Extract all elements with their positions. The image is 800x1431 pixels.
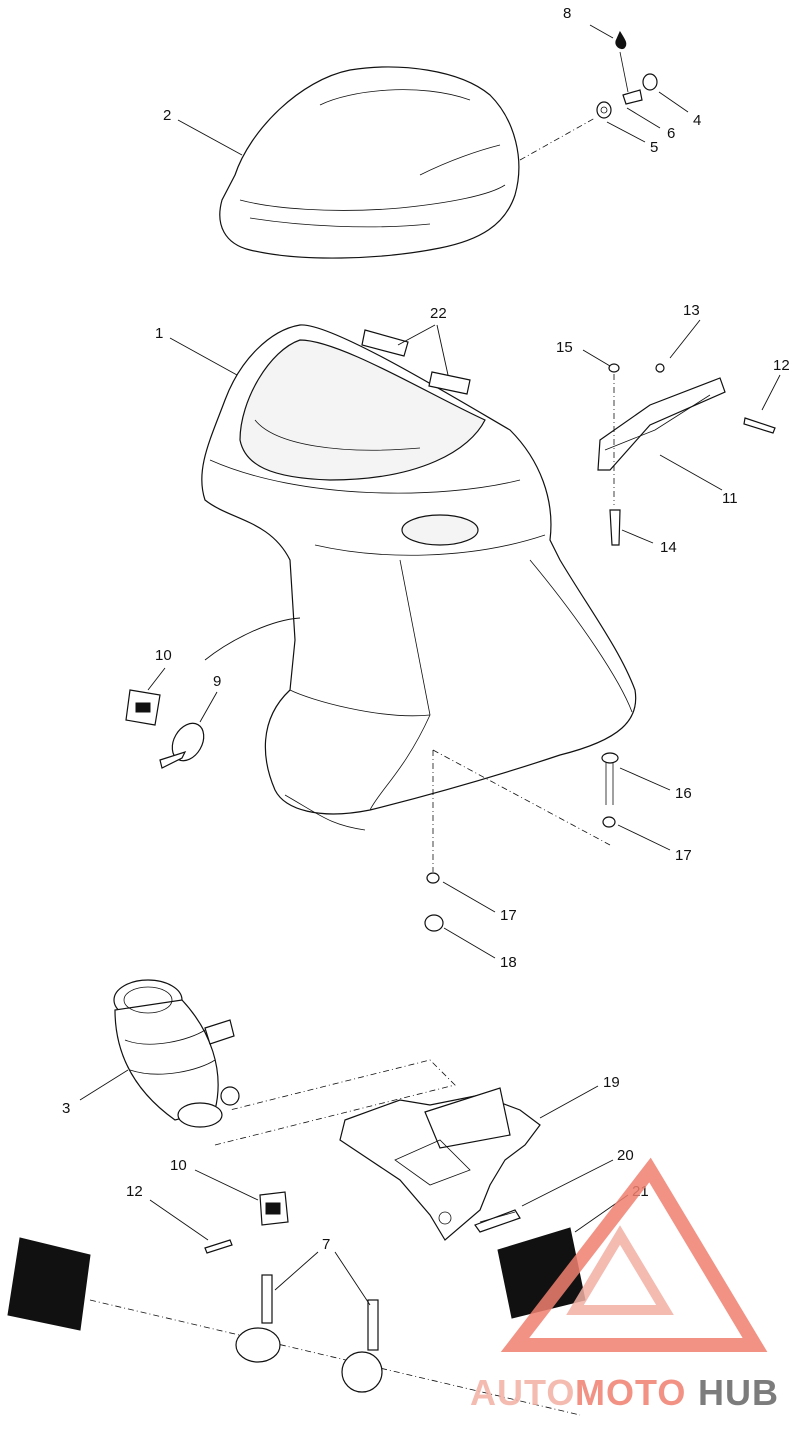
callout-2: 2 xyxy=(163,107,171,124)
callout-7: 7 xyxy=(322,1236,330,1253)
callout-20: 20 xyxy=(617,1147,634,1164)
callout-5: 5 xyxy=(650,139,658,156)
watermark-text-auto: AUTO xyxy=(470,1372,575,1413)
callout-19: 19 xyxy=(603,1074,620,1091)
clip-left xyxy=(125,617,301,726)
callout-10-lower: 10 xyxy=(170,1157,187,1174)
callout-12-lower: 12 xyxy=(126,1183,143,1200)
callout-16: 16 xyxy=(675,785,692,802)
watermark-text-moto: MOTO xyxy=(575,1372,686,1413)
watermark-text-hub: HUB xyxy=(698,1372,779,1413)
clamps-lower xyxy=(235,1274,383,1393)
callout-17-right: 17 xyxy=(675,847,692,864)
fasteners-lower xyxy=(424,749,619,932)
callout-9: 9 xyxy=(213,673,221,690)
base-plate-part xyxy=(214,1059,541,1241)
leader-lines xyxy=(79,24,781,1306)
decal-part xyxy=(361,329,471,395)
intake-part xyxy=(113,979,240,1128)
callout-11: 11 xyxy=(722,490,738,507)
watermark-logo: AUTO MOTO HUB xyxy=(470,1157,779,1413)
filter-element xyxy=(7,1227,586,1416)
callout-labels: 2 1 8 4 6 5 22 13 15 12 11 14 10 9 16 17… xyxy=(62,5,790,1253)
callout-1: 1 xyxy=(155,325,163,342)
callout-6: 6 xyxy=(667,125,675,142)
callout-3: 3 xyxy=(62,1100,70,1117)
cover-part xyxy=(219,66,520,259)
strip-part xyxy=(474,1209,521,1233)
callout-18: 18 xyxy=(500,954,517,971)
clip-lower xyxy=(204,1191,289,1254)
callout-12-upper: 12 xyxy=(773,357,790,374)
clamp-left xyxy=(159,722,205,769)
bracket-part xyxy=(597,363,776,546)
hardware-top xyxy=(519,30,658,161)
callout-4: 4 xyxy=(693,112,701,129)
callout-8: 8 xyxy=(563,5,571,22)
callout-15: 15 xyxy=(556,339,573,356)
housing-part xyxy=(201,324,637,831)
callout-10-upper: 10 xyxy=(155,647,172,664)
callout-14: 14 xyxy=(660,539,677,556)
callout-17-center: 17 xyxy=(500,907,517,924)
callout-22: 22 xyxy=(430,305,447,322)
callout-13: 13 xyxy=(683,302,700,319)
